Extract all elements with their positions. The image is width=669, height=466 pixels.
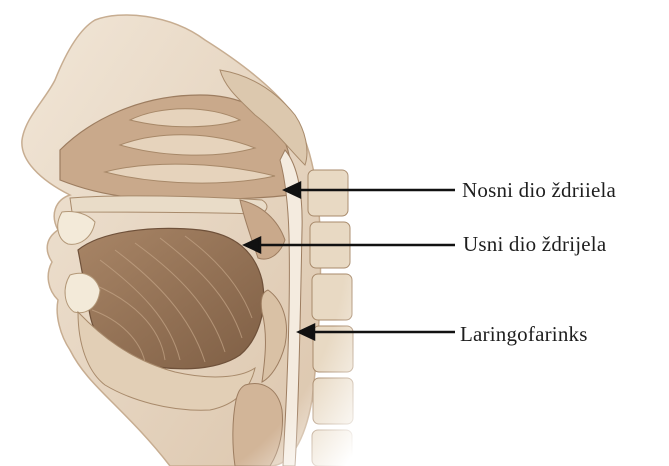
label-nasal-pharynx: Nosni dio ždriiela — [462, 178, 616, 203]
label-oral-pharynx: Usni dio ždrijela — [463, 232, 606, 257]
label-laryngopharynx: Laringofarinks — [460, 322, 588, 347]
illustration-fade — [0, 0, 380, 466]
